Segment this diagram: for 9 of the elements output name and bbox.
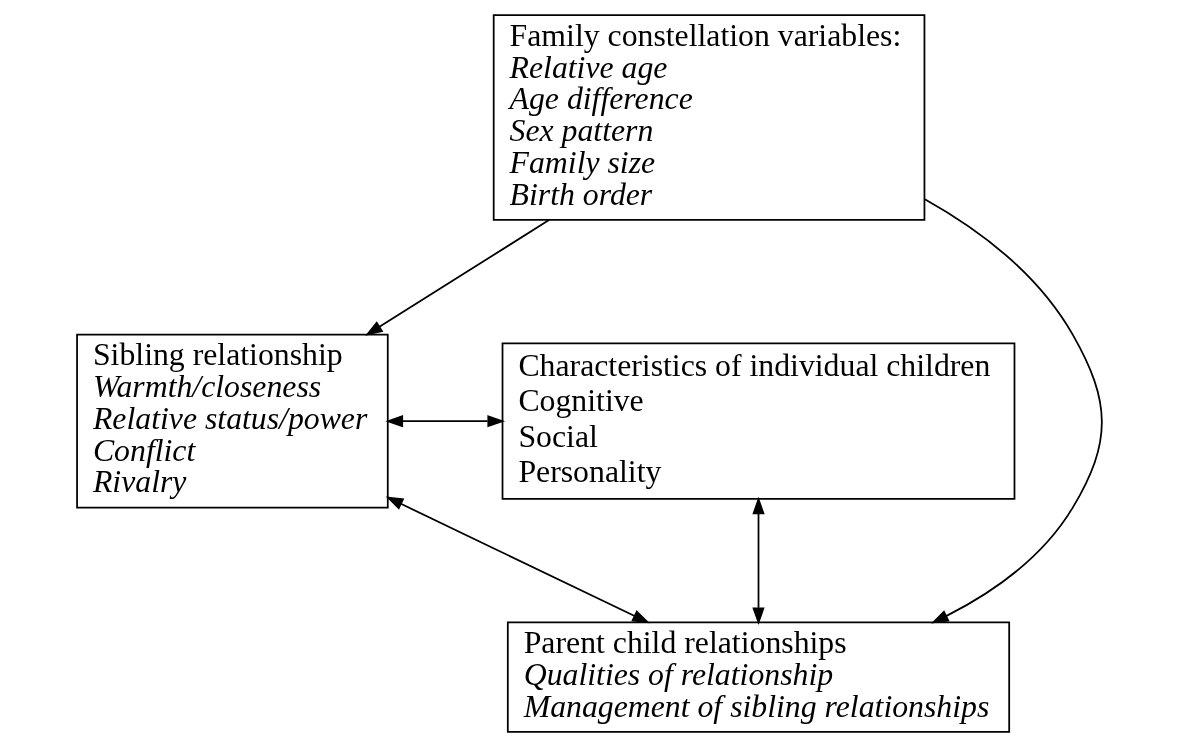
arrow (751, 496, 765, 626)
node-box: Characteristics of individual children Cognitive Social Personality (501, 342, 1015, 500)
node-box: Sibling relationship Warmth/closeness Relative status/power Conflict Rivalry (75, 333, 389, 509)
arrow (923, 198, 1103, 624)
arrow (384, 414, 505, 428)
node-box: Parent child relationships Qualities of relationship Management of sibling relationships (506, 621, 1010, 733)
node-box: Family constellation variables: Relative age Age difference Sex pattern Family size Birth order (492, 14, 925, 221)
arrow (364, 219, 550, 336)
arrow (385, 496, 650, 624)
